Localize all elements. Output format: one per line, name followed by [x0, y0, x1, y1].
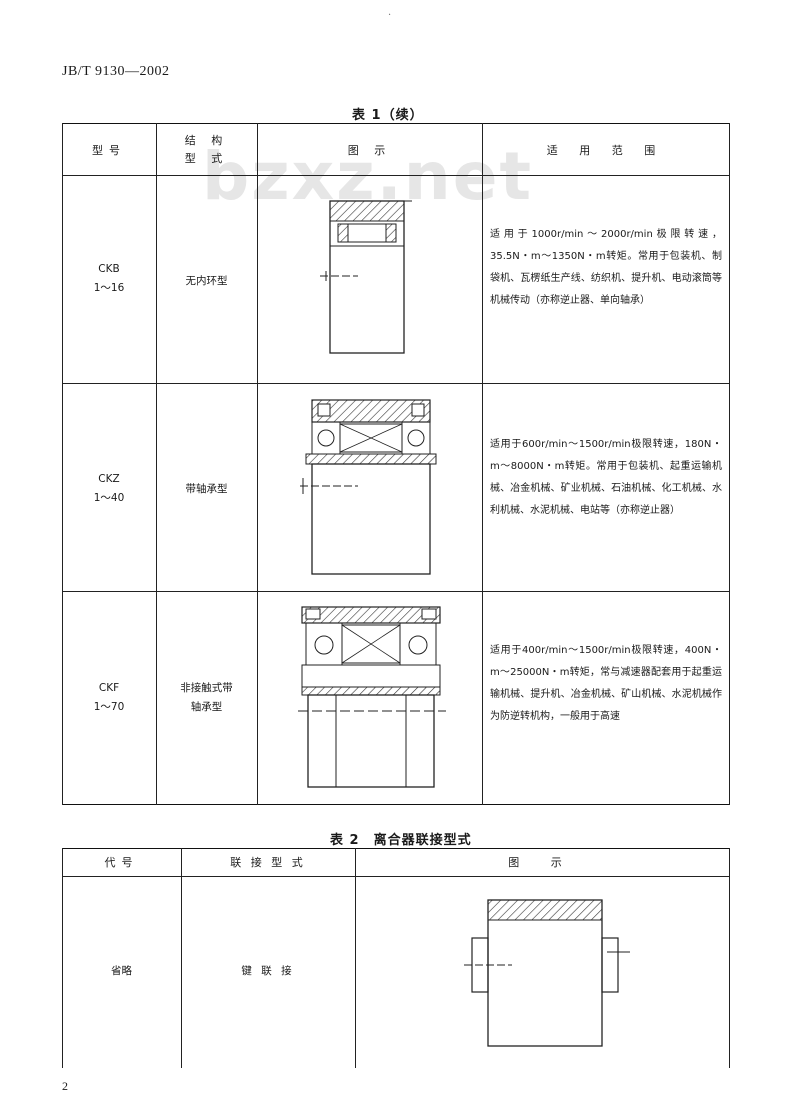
t1-header-model: 型号 — [92, 144, 126, 157]
t1-r2-structure: 带轴承型 — [185, 483, 228, 495]
t2-header-figure: 图 示 — [508, 856, 576, 869]
t2-header-code: 代号 — [104, 856, 139, 869]
t1-r3-structure-2: 轴承型 — [190, 701, 223, 713]
page-number: 2 — [62, 1079, 68, 1093]
t1-r1-structure: 无内环型 — [185, 275, 228, 287]
t1-header-structure-1: 结 构 — [184, 134, 229, 147]
t1-r3-application: 适用于400r/min～1500r/min极限转速，400N・m～25000N・… — [490, 645, 722, 722]
t1-r1-model-1: CKB — [98, 263, 120, 275]
t1-r3-model-1: CKF — [98, 682, 120, 694]
t1-header-figure: 图 示 — [347, 144, 392, 157]
scan-mark: · — [388, 10, 392, 21]
t2-r1-code: 省略 — [111, 965, 132, 977]
clutch-drawing-ckf — [298, 606, 446, 788]
clutch-drawing-ckz — [300, 399, 437, 575]
t1-r2-application: 适用于600r/min～1500r/min极限转速，180N・m～8000N・m… — [490, 439, 722, 516]
table2-caption: 表 2 离合器联接型式 — [330, 833, 472, 848]
t1-header-structure-2: 型 式 — [184, 152, 229, 165]
t1-r3-structure-1: 非接触式带 — [180, 682, 233, 694]
standard-code: JB/T 9130—2002 — [62, 64, 170, 79]
t1-header-application: 适 用 范 围 — [546, 144, 665, 157]
t1-r3-model-2: 1～70 — [93, 701, 125, 713]
t1-r2-model-1: CKZ — [98, 473, 120, 485]
table1-caption: 表 1（续） — [352, 108, 424, 123]
t1-r2-model-2: 1～40 — [93, 492, 125, 504]
t1-r1-model-2: 1～16 — [93, 282, 125, 294]
t1-r1-application: 适用于1000r/min～2000r/min极限转速，35.5N・m～1350N… — [490, 229, 722, 306]
t2-header-connection: 联 接 型 式 — [230, 856, 306, 869]
key-connection-drawing — [464, 899, 630, 1047]
t2-r1-connection: 键 联 接 — [241, 965, 295, 977]
clutch-drawing-ckb — [320, 200, 412, 354]
